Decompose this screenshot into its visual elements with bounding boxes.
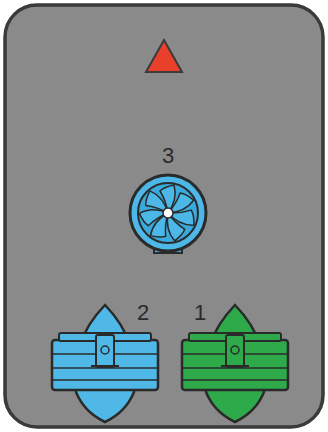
vertical-thruster (130, 175, 206, 253)
callout-number: 1 (194, 302, 206, 324)
direction-arrow (146, 40, 182, 72)
callout-text: 2 (137, 300, 149, 325)
vehicle-frame (5, 5, 323, 427)
callout-text: 1 (194, 300, 206, 325)
callout-text: 3 (162, 143, 174, 168)
callout-number: 3 (162, 145, 174, 167)
callout-number: 2 (137, 302, 149, 324)
fan-blade (141, 190, 172, 219)
